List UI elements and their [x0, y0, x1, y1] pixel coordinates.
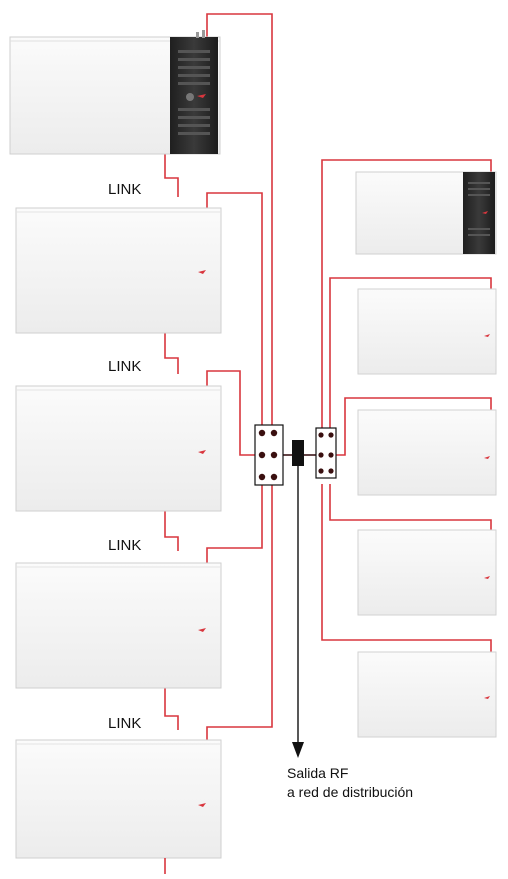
- output-caption-line-2: a red de distribución: [287, 784, 414, 800]
- logo-mark-icon: [198, 803, 206, 807]
- cabinet-5: [15, 739, 222, 859]
- cabinet-3: [15, 385, 222, 512]
- cable-right-5: [321, 484, 492, 652]
- cable-master: [206, 13, 273, 428]
- link-label-2: LINK: [108, 358, 142, 375]
- output-caption: Salida RF a red de distribución: [287, 764, 413, 802]
- master-cabinet: [9, 30, 221, 155]
- logo-mark-icon: [197, 94, 206, 98]
- right-cabinet-3: [357, 409, 497, 496]
- right-master-cabinet: [355, 171, 497, 255]
- link-label-1: LINK: [108, 181, 142, 198]
- splitter-icon: [315, 427, 337, 479]
- link-wire-4: [164, 688, 179, 730]
- logo-mark-icon: [484, 456, 490, 459]
- cabinet-4: [15, 562, 222, 689]
- arrow-down-icon: [292, 466, 304, 758]
- logo-mark-icon: [198, 270, 206, 274]
- link-label-3: LINK: [108, 537, 142, 554]
- link-wire-2: [164, 330, 179, 374]
- logo-mark-icon: [198, 628, 206, 632]
- link-wire-3: [164, 510, 179, 551]
- cable-cabinet-5: [206, 484, 273, 740]
- cable-cabinet-3: [206, 370, 256, 456]
- right-cabinet-2: [357, 288, 497, 375]
- cable-right-4: [329, 484, 492, 530]
- splitter-icon: [254, 424, 284, 486]
- combiner-block: [292, 440, 304, 466]
- logo-mark-icon: [198, 450, 206, 454]
- cable-right-3: [336, 397, 492, 456]
- logo-mark-icon: [484, 696, 490, 699]
- output-caption-line-1: Salida RF: [287, 765, 349, 781]
- right-cabinet-4: [357, 529, 497, 616]
- logo-mark-icon: [484, 576, 490, 579]
- link-label-4: LINK: [108, 715, 142, 732]
- cable-right-2: [329, 277, 492, 428]
- link-wire-1: [164, 150, 179, 197]
- cable-cabinet-2: [206, 192, 263, 428]
- cable-cabinet-4: [206, 484, 263, 563]
- rf-cabling: [164, 13, 492, 740]
- cable-right-1: [321, 159, 492, 428]
- cabinet-2: [15, 207, 222, 334]
- logo-mark-icon: [484, 334, 490, 337]
- logo-mark-icon: [482, 211, 488, 214]
- right-cabinet-5: [357, 651, 497, 738]
